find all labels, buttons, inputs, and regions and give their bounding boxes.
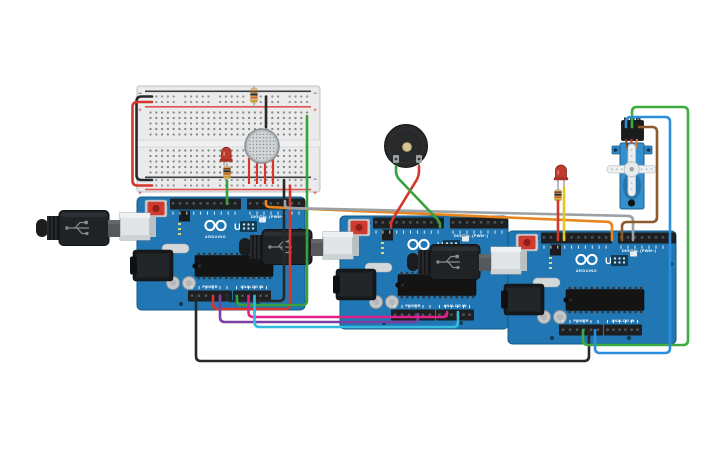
rail-plus-sign: + [313, 108, 317, 114]
wire-servo-signal-brown[interactable] [620, 125, 659, 242]
wire-a1-gnd-to-a3-black[interactable] [194, 294, 591, 363]
usb-cable-1[interactable] [35, 209, 121, 247]
wire-a1-a0-to-bb-green[interactable] [235, 114, 309, 307]
wire-bb-rail-jumper-red[interactable] [131, 100, 154, 187]
wire-a1-to-a2-magenta[interactable] [247, 294, 449, 319]
wire-a3-5v-to-servo-green[interactable] [581, 105, 690, 347]
rail-plus-sign: + [313, 191, 317, 197]
wire-buzzer-to-a2-green[interactable] [394, 164, 442, 229]
breadboard-center-channel [137, 139, 320, 148]
red-led-arduino3[interactable] [553, 164, 569, 189]
flange-hole [646, 148, 651, 152]
rail-minus-sign: − [313, 91, 317, 97]
resistor-breadboard-top[interactable] [250, 86, 258, 108]
piezo-buzzer[interactable] [384, 124, 428, 170]
wire-buzzer-to-a2-red[interactable] [389, 164, 421, 229]
rail-minus-sign: − [138, 91, 142, 97]
wire-a1-to-a2-purple[interactable] [218, 294, 420, 324]
wire-a1-to-a2-cyan[interactable] [253, 294, 460, 329]
wire-a1-to-a3-orange[interactable] [264, 199, 614, 242]
rail-plus-sign: + [138, 108, 142, 114]
resistor-arduino3[interactable] [554, 188, 562, 202]
breadboard[interactable]: − + − + − + − + [136, 85, 321, 197]
servo-shaft-hole [627, 199, 636, 207]
wire-a3-gnd-to-servo-blue[interactable] [593, 115, 672, 355]
gas-sensor[interactable] [244, 128, 280, 184]
resistor-breadboard-led[interactable] [223, 163, 231, 183]
arduino-uno-3[interactable] [490, 230, 677, 345]
breadboard-red-led[interactable] [219, 146, 233, 166]
rail-plus-sign: + [138, 191, 142, 197]
wire-a1-to-a3-gray[interactable] [283, 199, 635, 242]
rail-line-positive-top [145, 106, 311, 108]
rail-minus-sign: − [313, 177, 317, 183]
flange-hole [613, 148, 618, 152]
micro-servo[interactable] [606, 117, 657, 210]
rail-line-negative-top [145, 90, 311, 93]
wire-bb-rail-jumper-black[interactable] [135, 95, 154, 182]
channel-edge [137, 146, 320, 148]
servo-horn[interactable] [606, 143, 657, 197]
channel-edge [137, 139, 320, 141]
